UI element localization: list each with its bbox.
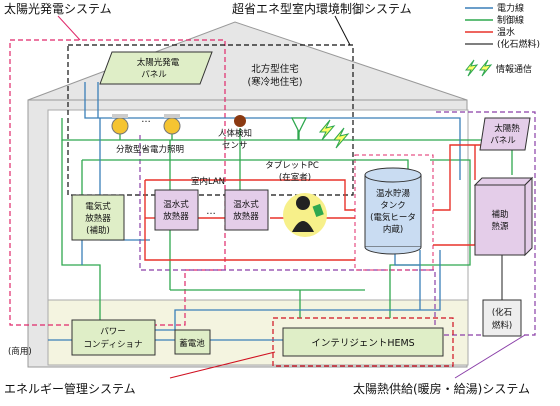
- light-2-icon: [163, 114, 181, 135]
- tank-label-3: (電気ヒータ: [370, 212, 416, 223]
- tank-label-1: 温水貯湯: [376, 188, 411, 199]
- tank-label-4: 内蔵): [383, 224, 403, 235]
- sensor-label-2: センサ: [222, 141, 248, 151]
- radiator-1: [154, 189, 199, 231]
- aux-heat-label-1: 補助: [491, 209, 508, 220]
- house-roof: [27, 21, 468, 101]
- radiator-1-label-1: 温水式: [163, 199, 189, 210]
- radiators-ellipsis: …: [206, 206, 216, 217]
- legend-label-3: (化石燃料): [497, 38, 540, 50]
- solar-thermal-panel: [479, 117, 531, 151]
- title-solar-thermal: 太陽熱供給(暖房・給湯)システム: [353, 381, 530, 396]
- legend-wireless-label: 情報通信: [496, 63, 532, 75]
- control-lines: [61, 118, 513, 320]
- wireless-icon: [318, 119, 350, 149]
- aux-heat-source: [473, 176, 534, 257]
- power-conditioner: [71, 319, 156, 356]
- fossil-label-1: (化石: [492, 307, 512, 318]
- elec-heater-label-3: (補助): [86, 225, 110, 236]
- hems-boundary: [272, 317, 454, 367]
- legend-label-2: 温水: [497, 26, 515, 38]
- radiator-2: [224, 189, 269, 231]
- light-1-icon: [111, 114, 129, 135]
- battery: [174, 329, 211, 355]
- tank-label-2: タンク: [380, 201, 406, 211]
- aux-heat-label-2: 熱源: [491, 221, 509, 232]
- battery-label: 蓄電池: [179, 338, 205, 349]
- legend-label-0: 電力線: [497, 2, 524, 14]
- solar-panel: [99, 51, 213, 85]
- radiator-2-label-2: 放熱器: [233, 211, 259, 222]
- radiator-1-label-2: 放熱器: [163, 211, 189, 222]
- house-label-1: 北方型住宅: [251, 63, 299, 75]
- solar-panel-label-1: 太陽光発電: [137, 57, 180, 68]
- elec-heater-label-2: 放熱器: [85, 213, 111, 224]
- thermal-panel-label-2: パネル: [490, 136, 516, 146]
- legend-wireless-icon: [464, 59, 493, 77]
- title-solar-power-system: 太陽光発電システム: [4, 1, 112, 16]
- occupant-icon: [283, 193, 327, 237]
- legend-label-1: 制御線: [497, 14, 524, 26]
- hot-water-tank: [364, 167, 422, 255]
- power-cond-label-1: パワー: [100, 327, 126, 337]
- power-cond-label-2: コンディショナ: [84, 339, 143, 350]
- fossil-label-2: 燃料): [492, 320, 512, 331]
- hems-label: インテリジェントHEMS: [311, 338, 414, 349]
- hems-box: [282, 327, 444, 357]
- antenna-icon: [290, 117, 308, 140]
- tablet-label-2: (在室者): [279, 172, 311, 183]
- sensor-label-1: 人体検知: [218, 128, 252, 139]
- lan-label: 室内LAN: [191, 176, 225, 187]
- radiator-2-label-1: 温水式: [233, 199, 259, 210]
- thermal-system-boundary: [139, 111, 536, 336]
- title-control-system: 超省エネ型室内環境制御システム: [232, 1, 412, 16]
- thermal-panel-label-1: 太陽熱: [494, 123, 520, 134]
- tank-boundary: [354, 154, 434, 271]
- electric-heater: [71, 194, 125, 241]
- tablet-label-1: タブレットPC: [265, 160, 319, 171]
- lights-ellipsis: …: [141, 114, 151, 125]
- fossil-fuel-box: [482, 299, 522, 337]
- control-system-boundary: [67, 44, 354, 196]
- grid-label: (商用): [8, 346, 32, 357]
- title-energy-mgmt: エネルギー管理システム: [4, 381, 136, 396]
- sensor-icon: [234, 115, 246, 127]
- lighting-label: 分散型省電力照明: [116, 144, 184, 155]
- elec-heater-label-1: 電気式: [85, 201, 111, 212]
- house-label-2: (寒冷地住宅): [248, 76, 303, 88]
- solar-panel-label-2: パネル: [141, 70, 167, 80]
